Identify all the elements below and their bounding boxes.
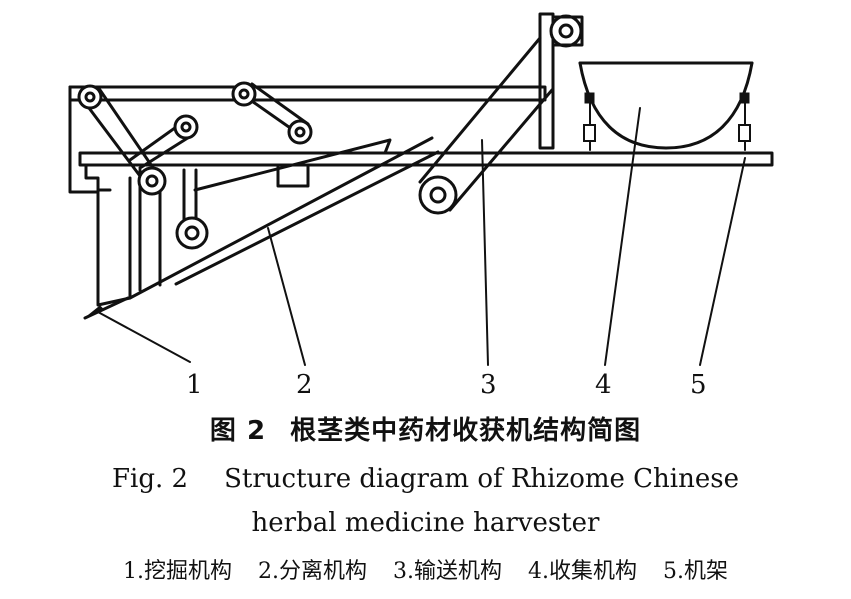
harvester-structure-diagram: 1 2 3 4 5 — [68, 12, 774, 400]
figure-caption-english-line2: herbal medicine harvester — [0, 508, 851, 538]
conveyor-mast — [538, 12, 584, 150]
top-frame — [68, 85, 547, 194]
legend-item-conveying: 3.输送机构 — [393, 559, 502, 584]
part-number-4: 4 — [595, 370, 612, 400]
figure-title-en-line1: Structure diagram of Rhizome Chinese — [224, 464, 739, 494]
parts-legend: 1.挖掘机构 2.分离机构 3.输送机构 4.收集机构 5.机架 — [0, 553, 851, 585]
part-number-1: 1 — [186, 370, 203, 400]
legend-item-frame: 5.机架 — [663, 559, 728, 584]
part-number-5: 5 — [690, 370, 707, 400]
frame-beam — [78, 151, 774, 167]
collection-bin — [578, 61, 754, 151]
part-number-labels: 1 2 3 4 5 — [186, 370, 707, 400]
figure-number-en: Fig. 2 — [112, 464, 189, 494]
conveyor-belt — [418, 36, 554, 215]
figure-number-cn: 图 2 — [209, 416, 267, 446]
figure-caption-english-line1: Fig. 2 Structure diagram of Rhizome Chine… — [0, 464, 851, 494]
legend-item-separation: 2.分离机构 — [258, 559, 367, 584]
part-number-2: 2 — [296, 370, 313, 400]
legend-item-digging: 1.挖掘机构 — [123, 559, 232, 584]
digging-column — [84, 163, 162, 307]
separation-screen — [128, 136, 440, 300]
figure-caption-chinese: 图 2 根茎类中药材收获机结构简图 — [0, 410, 851, 447]
figure-title-cn: 根茎类中药材收获机结构简图 — [290, 416, 642, 446]
digging-blade — [83, 296, 130, 320]
legend-item-collection: 4.收集机构 — [528, 559, 637, 584]
pivot-wheels — [77, 81, 313, 250]
leader-lines — [97, 107, 746, 366]
figure-title-en-line2: herbal medicine harvester — [251, 508, 600, 538]
part-number-3: 3 — [480, 370, 497, 400]
